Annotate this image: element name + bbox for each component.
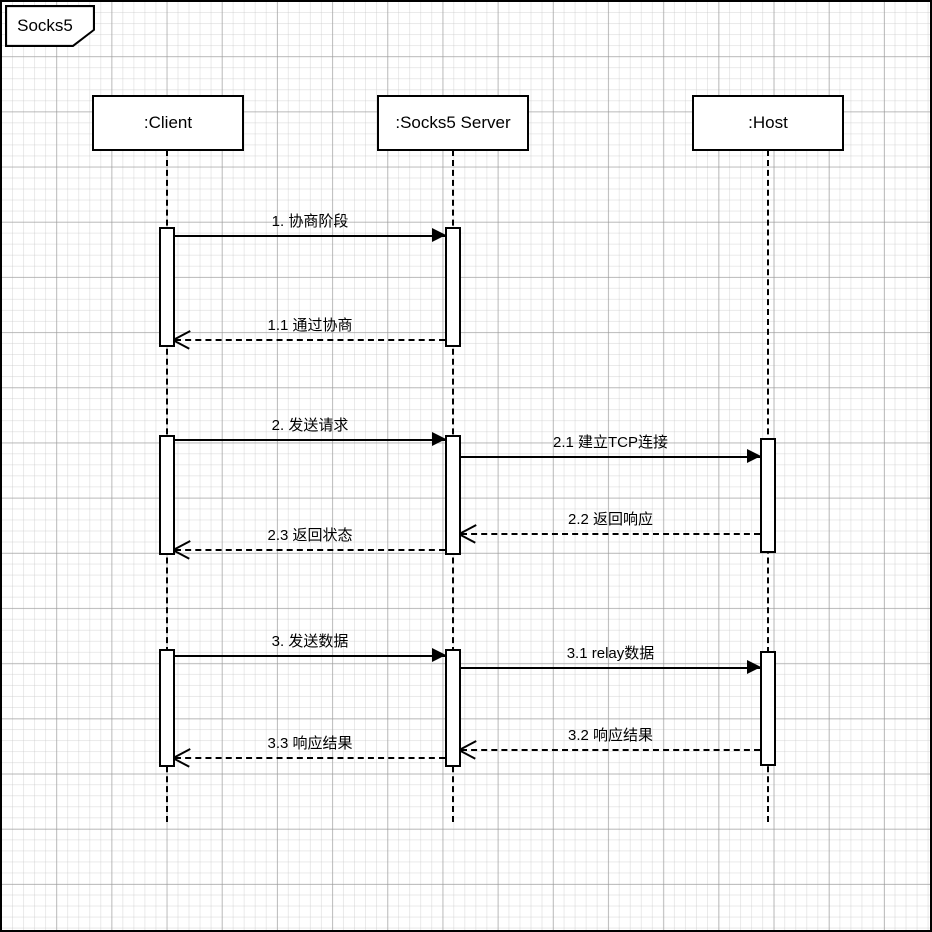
message-label: 2.1 建立TCP连接 [552,433,669,451]
lifeline-head-server[interactable]: :Socks5 Server [377,95,529,151]
activation-bar-client-1[interactable] [159,227,175,347]
lifeline-label-server: :Socks5 Server [395,113,511,132]
message-label: 2.3 返回状态 [267,526,353,544]
message-line [461,456,760,458]
frame-label-socks5: Socks5 [5,5,95,47]
arrowhead-solid-right-icon [747,449,761,463]
message-label: 3.2 响应结果 [567,726,654,744]
message-line [461,533,760,535]
activation-bar-server-1[interactable] [445,227,461,347]
message-label: 2.2 返回响应 [567,510,654,528]
activation-bar-client-3[interactable] [159,649,175,767]
message-line [461,749,760,751]
activation-bar-host-2[interactable] [760,438,776,553]
message-label: 3. 发送数据 [271,632,349,650]
arrowhead-solid-right-icon [432,432,446,446]
arrowhead-solid-right-icon [432,648,446,662]
message-line [175,655,445,657]
lifeline-label-host: :Host [748,113,788,132]
message-label: 2. 发送请求 [271,416,349,434]
message-label: 1. 协商阶段 [271,212,349,230]
frame-label-text: Socks5 [17,16,73,35]
activation-bar-host-3[interactable] [760,651,776,766]
message-line [175,339,445,341]
lifeline-head-client[interactable]: :Client [92,95,244,151]
activation-bar-server-3[interactable] [445,649,461,767]
arrowhead-solid-right-icon [432,228,446,242]
lifeline-label-client: :Client [143,113,193,132]
lifeline-head-host[interactable]: :Host [692,95,844,151]
activation-bar-server-2[interactable] [445,435,461,555]
message-line [175,549,445,551]
message-line [175,439,445,441]
message-label: 1.1 通过协商 [267,316,353,334]
message-label: 3.1 relay数据 [566,644,655,662]
message-line [175,757,445,759]
arrowhead-solid-right-icon [747,660,761,674]
message-line [461,667,760,669]
message-line [175,235,445,237]
activation-bar-client-2[interactable] [159,435,175,555]
message-label: 3.3 响应结果 [267,734,353,752]
